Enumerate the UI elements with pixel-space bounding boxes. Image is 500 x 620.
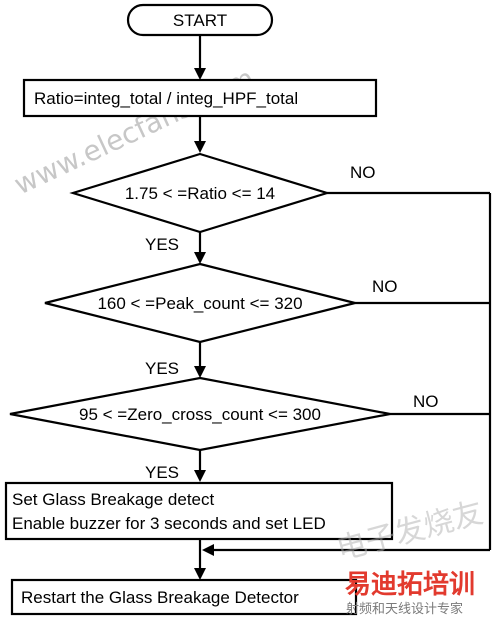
restart-label: Restart the Glass Breakage Detector: [21, 588, 299, 607]
no-label-ratio: NO: [350, 163, 376, 182]
arrowhead: [194, 568, 206, 580]
decision-zero-cross-label: 95 < =Zero_cross_count <= 300: [79, 405, 321, 424]
decision-ratio-label: 1.75 < =Ratio <= 14: [125, 184, 275, 203]
action-line-1: Set Glass Breakage detect: [12, 490, 215, 509]
arrowhead: [194, 141, 206, 153]
arrowhead: [194, 470, 206, 482]
no-label-peak: NO: [372, 277, 398, 296]
ratio-process-label: Ratio=integ_total / integ_HPF_total: [34, 89, 298, 108]
yes-label-peak: YES: [145, 359, 179, 378]
arrowhead: [194, 68, 206, 80]
logo-tagline: 射频和天线设计专家: [346, 601, 463, 617]
logo-brand: 易迪拓培训: [345, 570, 475, 600]
arrowhead: [202, 544, 214, 556]
start-label: START: [173, 11, 227, 30]
action-line-2: Enable buzzer for 3 seconds and set LED: [12, 514, 326, 533]
no-label-zero-cross: NO: [413, 392, 439, 411]
yes-label-ratio: YES: [145, 235, 179, 254]
decision-peak-label: 160 < =Peak_count <= 320: [97, 294, 302, 313]
arrowhead: [194, 366, 206, 378]
restart-box: [10, 578, 358, 616]
arrowhead: [194, 252, 206, 264]
yes-label-zero-cross: YES: [145, 463, 179, 482]
